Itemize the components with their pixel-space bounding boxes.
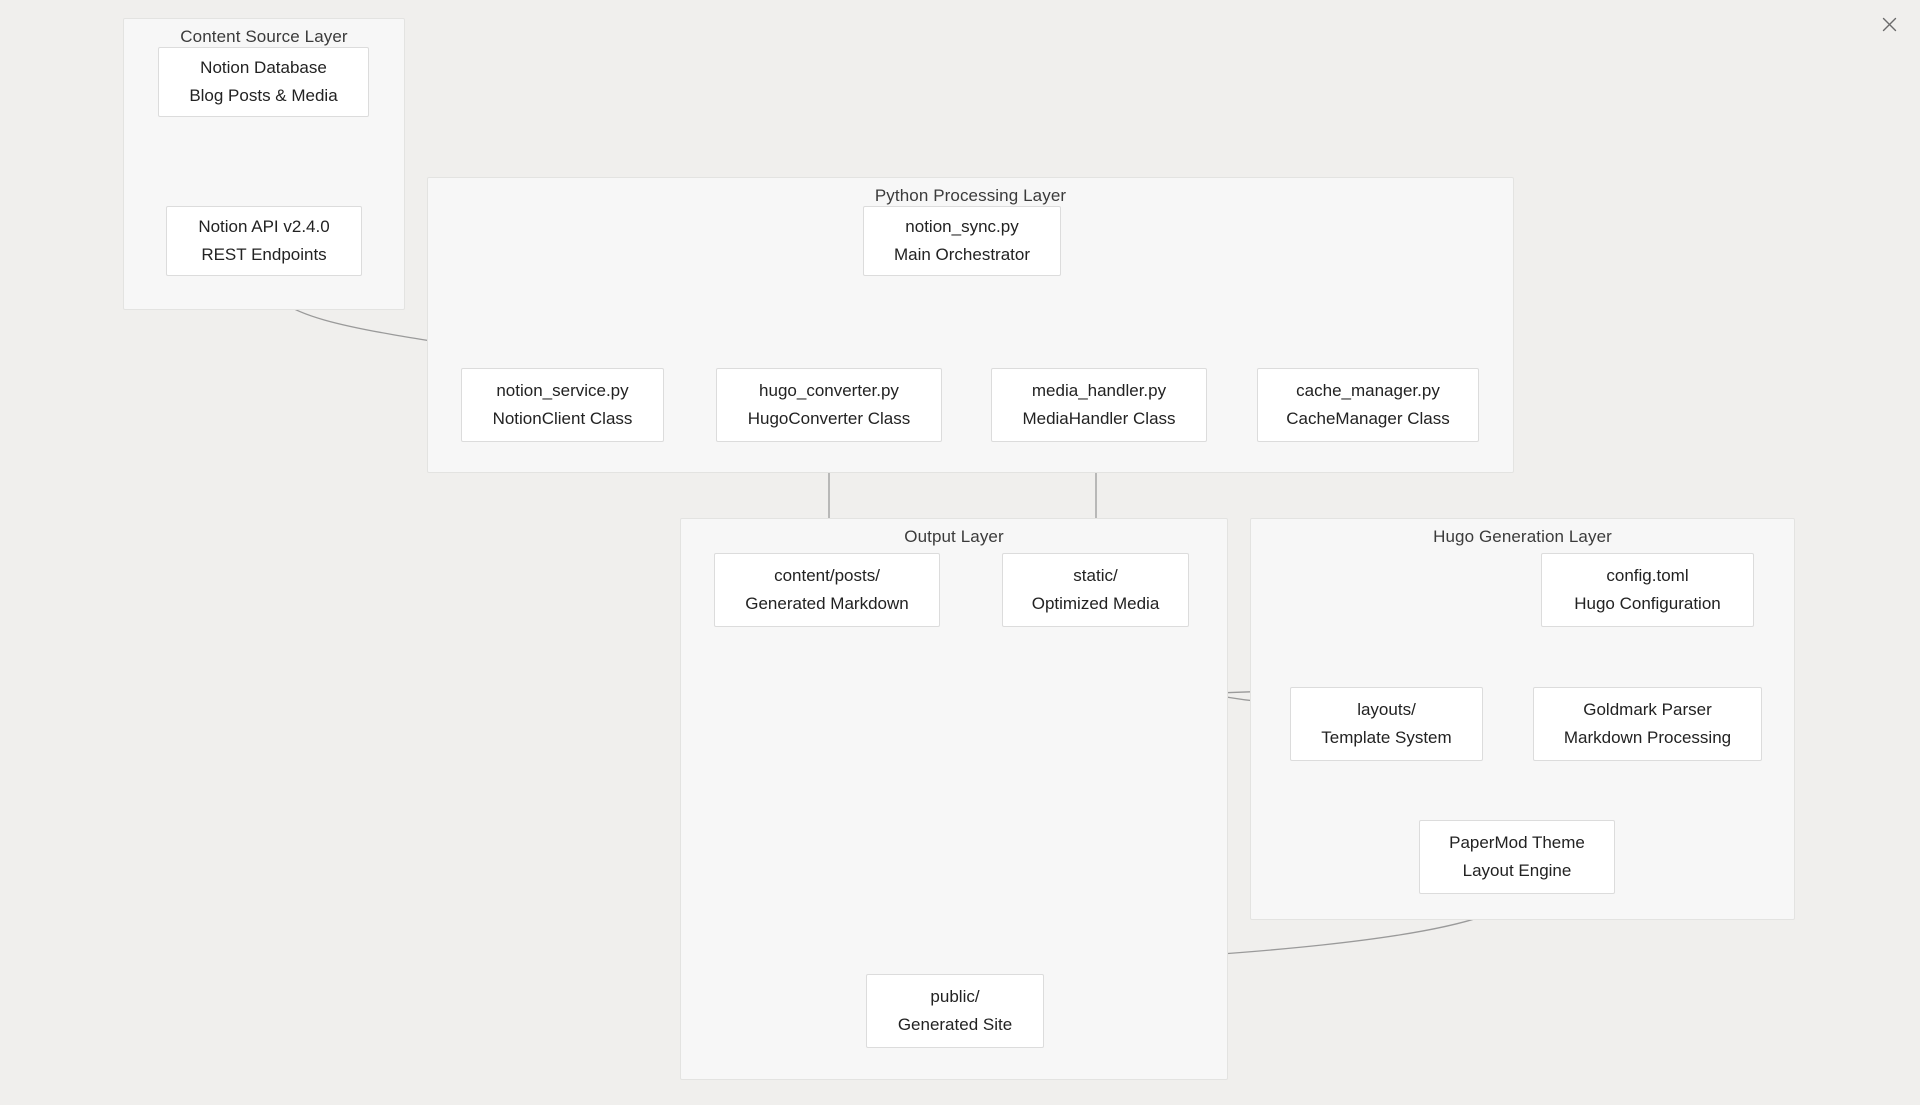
node-label-primary: PaperMod Theme — [1449, 832, 1585, 852]
node-label-secondary: Optimized Media — [1031, 593, 1160, 613]
cluster-title-hugo-generation-layer: Hugo Generation Layer — [1433, 527, 1612, 546]
node-label-primary: content/posts/ — [774, 565, 880, 585]
node-label-secondary: NotionClient Class — [492, 408, 633, 428]
cluster-title-content-source-layer: Content Source Layer — [180, 27, 348, 46]
node-layouts-template[interactable]: layouts/Template System — [1290, 687, 1483, 761]
node-label-primary: hugo_converter.py — [759, 380, 899, 400]
node-label-secondary: Hugo Configuration — [1574, 593, 1721, 613]
node-label-secondary: Blog Posts & Media — [189, 85, 338, 105]
node-label-secondary: HugoConverter Class — [747, 408, 911, 428]
node-label-secondary: Template System — [1321, 727, 1452, 747]
node-label-secondary: REST Endpoints — [201, 244, 327, 264]
cluster-title-output-layer: Output Layer — [904, 527, 1004, 546]
node-label-secondary: Generated Site — [897, 1014, 1013, 1034]
close-icon[interactable] — [1876, 11, 1902, 37]
node-content-posts[interactable]: content/posts/Generated Markdown — [714, 553, 940, 627]
node-public-site[interactable]: public/Generated Site — [866, 974, 1044, 1048]
node-label-primary: cache_manager.py — [1296, 380, 1440, 400]
node-label-primary: Notion Database — [200, 57, 327, 77]
node-label-primary: notion_service.py — [496, 380, 629, 400]
node-label-primary: media_handler.py — [1031, 380, 1167, 400]
node-label-primary: static/ — [1073, 565, 1118, 585]
node-label-primary: notion_sync.py — [905, 216, 1019, 236]
node-label-secondary: Generated Markdown — [745, 593, 909, 613]
node-label-primary: config.toml — [1606, 565, 1689, 585]
node-label-secondary: Markdown Processing — [1563, 727, 1732, 747]
node-label-primary: public/ — [930, 986, 980, 1006]
node-label-secondary: Main Orchestrator — [893, 244, 1031, 264]
node-label-secondary: Layout Engine — [1462, 860, 1572, 880]
node-static-media[interactable]: static/Optimized Media — [1002, 553, 1189, 627]
node-label-secondary: MediaHandler Class — [1022, 408, 1176, 428]
cluster-title-python-processing-layer: Python Processing Layer — [874, 186, 1067, 205]
node-label-primary: Goldmark Parser — [1583, 699, 1712, 719]
node-label-primary: Notion API v2.4.0 — [198, 216, 330, 236]
node-label-secondary: CacheManager Class — [1286, 408, 1450, 428]
node-label-primary: layouts/ — [1357, 699, 1416, 719]
